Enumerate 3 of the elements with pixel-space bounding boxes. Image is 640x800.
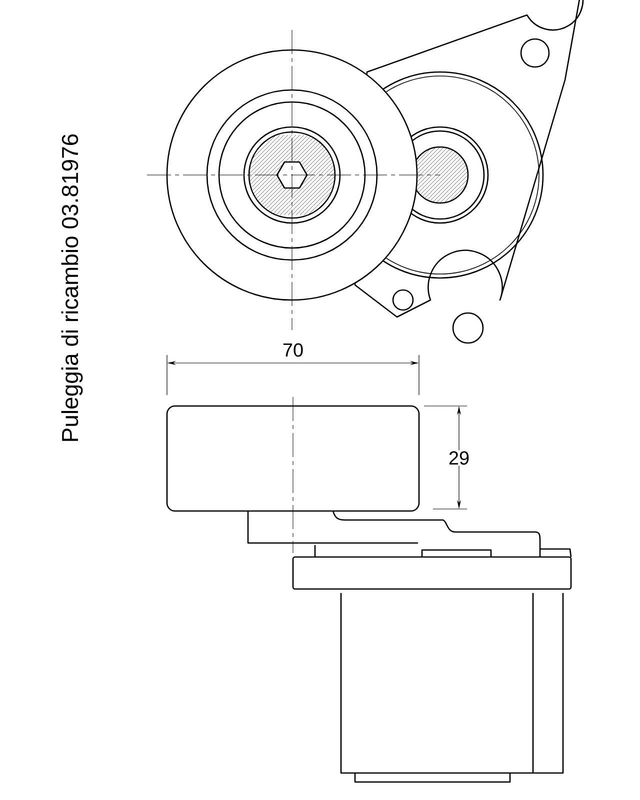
dimension-value: 70 — [281, 342, 305, 358]
part-number-text: Puleggia di ricambio 03.81976 — [61, 134, 83, 441]
dimension-value: 29 — [447, 450, 471, 466]
